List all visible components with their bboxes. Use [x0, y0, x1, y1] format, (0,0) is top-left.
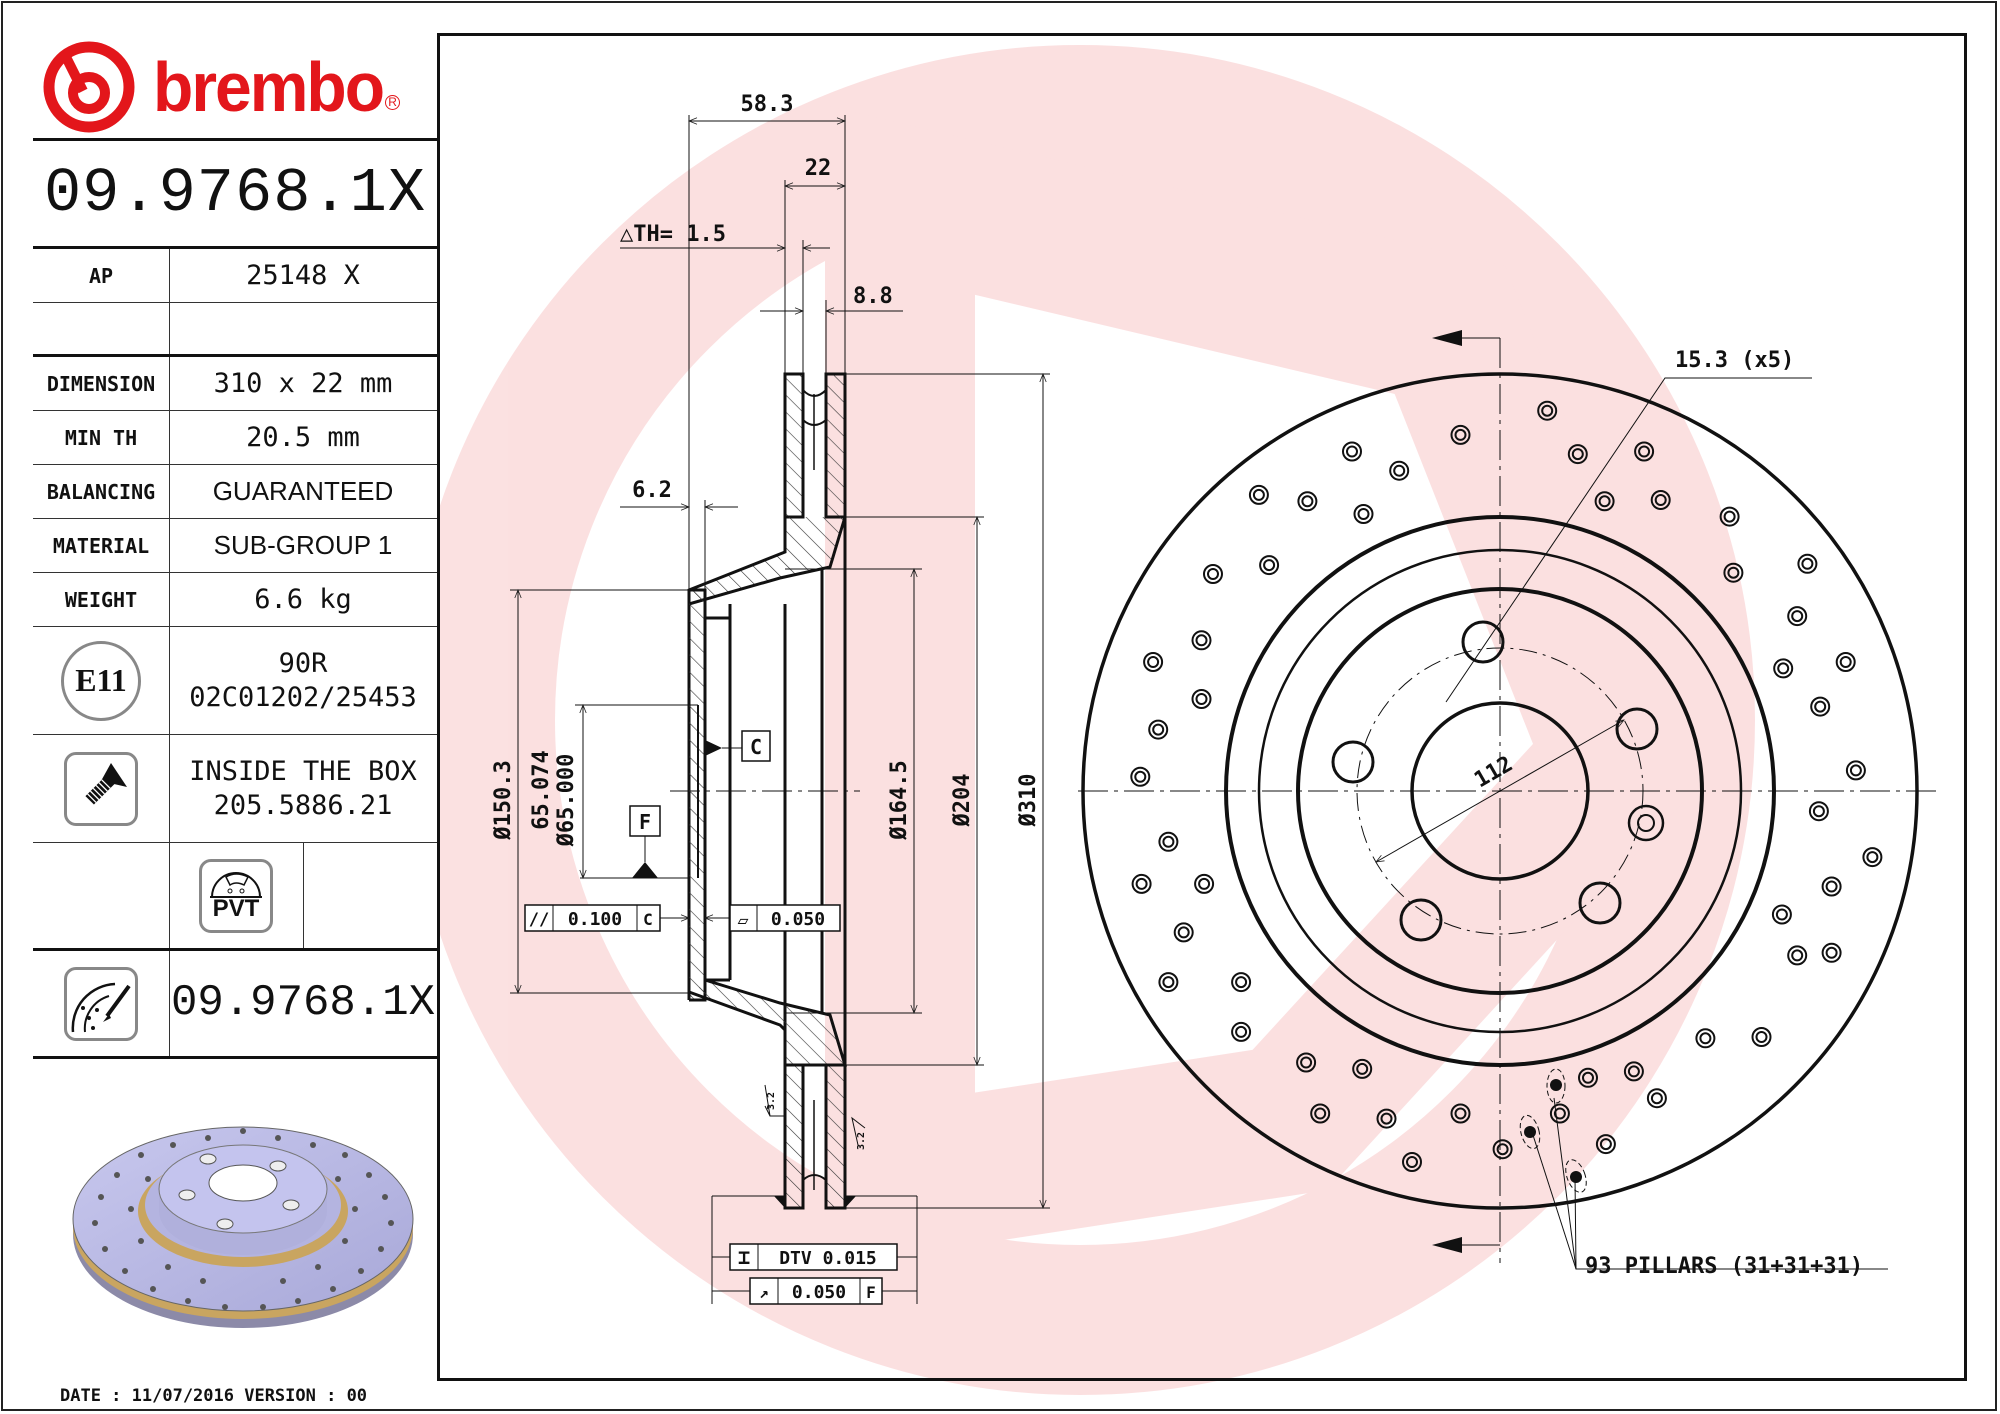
spec-row-weight: WEIGHT 6.6 kg: [33, 573, 437, 627]
approval-line2: 02C01202/25453: [189, 681, 417, 713]
pvt-disc-icon: [210, 871, 262, 898]
ap-row: AP 25148 X: [33, 249, 437, 303]
pvt-row: PVT: [33, 843, 437, 951]
spec-label: WEIGHT: [33, 573, 170, 626]
screw-row: INSIDE THE BOX 205.5886.21: [33, 735, 437, 843]
blank-row: [33, 303, 437, 357]
screw-text: INSIDE THE BOX 205.5886.21: [169, 735, 437, 842]
marking-part-number: 09.9768.1X: [170, 978, 436, 1028]
ap-label: AP: [33, 249, 170, 302]
logo-row: brembo R: [33, 33, 437, 141]
spec-value: 310 x 22 mm: [213, 367, 393, 399]
blank-cell: [33, 303, 170, 354]
screw-line2: 205.5886.21: [213, 789, 393, 821]
approval-text: 90R 02C01202/25453: [169, 627, 437, 734]
pvt-label: PVT: [212, 894, 260, 922]
registered-mark-icon: R: [385, 94, 401, 110]
spec-value: 20.5 mm: [246, 421, 360, 453]
brembo-logo: brembo R: [43, 41, 401, 133]
spec-value: 6.6 kg: [254, 583, 352, 615]
screw-line1: INSIDE THE BOX: [189, 755, 417, 787]
approval-icon-cell: E11: [33, 627, 170, 734]
part-number-row: 09.9768.1X: [33, 141, 437, 249]
date-version: DATE : 11/07/2016 VERSION : 00: [60, 1386, 368, 1406]
brand-name: brembo: [153, 48, 385, 126]
disc-marking-icon: [64, 966, 138, 1041]
spec-label: MIN TH: [33, 411, 170, 464]
approval-row: E11 90R 02C01202/25453: [33, 627, 437, 735]
e11-approval-icon: E11: [61, 640, 141, 721]
marking-row: 09.9768.1X: [33, 951, 437, 1059]
screw-icon-cell: [33, 735, 170, 842]
title-block: brembo R 09.9768.1X AP 25148 X DIMENSION…: [33, 33, 440, 1381]
spec-label: BALANCING: [33, 465, 170, 518]
blank-cell: [169, 303, 437, 354]
blank-cell: [33, 843, 170, 948]
brembo-logo-icon: [43, 41, 135, 133]
pvt-cell: PVT: [169, 843, 304, 948]
spec-value: SUB-GROUP 1: [213, 530, 393, 561]
spec-row-balancing: BALANCING GUARANTEED: [33, 465, 437, 519]
spec-value: GUARANTEED: [212, 476, 394, 507]
spec-label: MATERIAL: [33, 519, 170, 572]
screw-icon: [64, 751, 138, 826]
part-number: 09.9768.1X: [43, 158, 427, 229]
marking-icon-cell: [33, 951, 170, 1056]
disc-3d-render: [33, 1059, 437, 1375]
spec-row-dimension: DIMENSION 310 x 22 mm: [33, 357, 437, 411]
spec-label: DIMENSION: [33, 357, 170, 410]
approval-line1: 90R: [278, 647, 328, 679]
spec-row-material: MATERIAL SUB-GROUP 1: [33, 519, 437, 573]
ap-value: 25148 X: [246, 259, 360, 291]
spec-row-min-th: MIN TH 20.5 mm: [33, 411, 437, 465]
drill-holes: [92, 1128, 394, 1310]
pvt-icon: PVT: [199, 858, 273, 933]
